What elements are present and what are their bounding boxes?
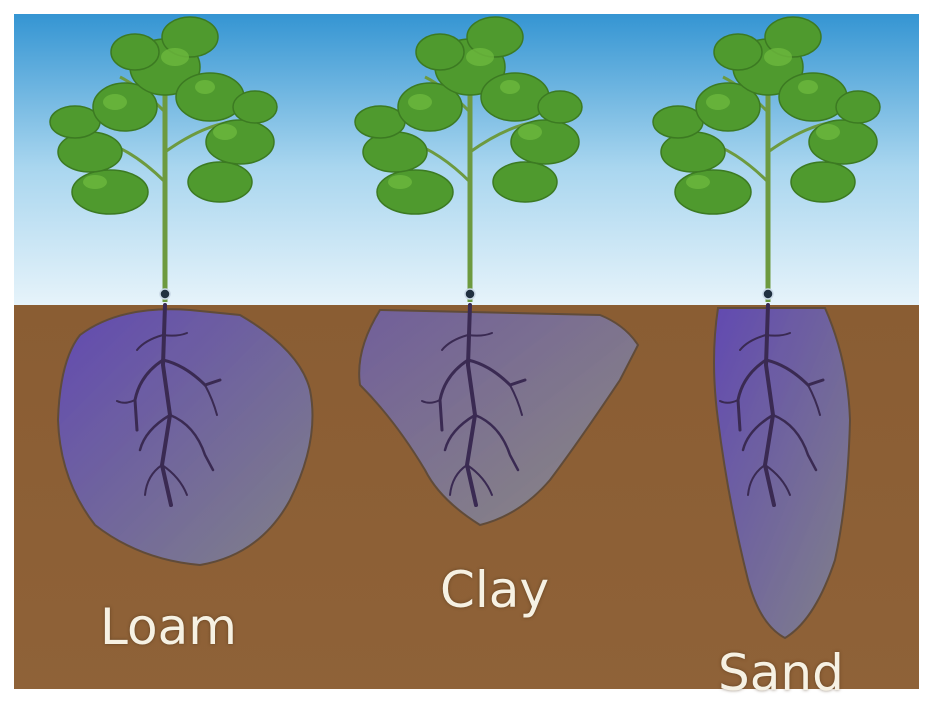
clay-label: Clay [440, 565, 549, 615]
loam-label: Loam [100, 602, 237, 652]
sand-label: Sand [718, 648, 844, 698]
